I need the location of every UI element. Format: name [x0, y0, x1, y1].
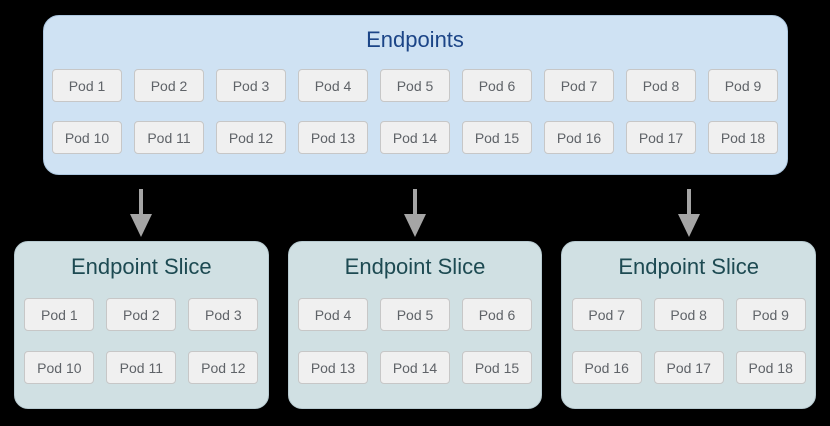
- slice-pod-rows: Pod 1 Pod 2 Pod 3 Pod 10 Pod 11 Pod 12: [15, 298, 268, 384]
- slice-pod-rows: Pod 4 Pod 5 Pod 6 Pod 13 Pod 14 Pod 15: [289, 298, 542, 384]
- pod-row: Pod 7 Pod 8 Pod 9: [562, 298, 815, 331]
- pod-row: Pod 10 Pod 11 Pod 12: [15, 351, 268, 384]
- pod-chip: Pod 4: [298, 69, 368, 102]
- pod-chip: Pod 2: [106, 298, 177, 331]
- pod-chip: Pod 6: [462, 298, 532, 331]
- pod-row: Pod 4 Pod 5 Pod 6: [289, 298, 542, 331]
- pod-chip: Pod 8: [653, 298, 724, 331]
- pod-chip: Pod 13: [298, 351, 368, 384]
- pod-chip: Pod 11: [134, 121, 204, 154]
- down-arrow-icon: [130, 189, 153, 237]
- pod-chip: Pod 15: [462, 351, 532, 384]
- pod-row: Pod 13 Pod 14 Pod 15: [289, 351, 542, 384]
- pod-chip: Pod 3: [188, 298, 259, 331]
- pod-row: Pod 1 Pod 2 Pod 3: [15, 298, 268, 331]
- pod-chip: Pod 15: [462, 121, 532, 154]
- endpoint-slice-title: Endpoint Slice: [618, 254, 759, 279]
- endpoint-slice-title: Endpoint Slice: [344, 254, 486, 279]
- pod-row: Pod 16 Pod 17 Pod 18: [562, 351, 815, 384]
- slice-pod-rows: Pod 7 Pod 8 Pod 9 Pod 16 Pod 17 Pod 18: [562, 298, 815, 384]
- pod-chip: Pod 12: [216, 121, 286, 154]
- endpoints-box: Endpoints Pod 1 Pod 2 Pod 3 Pod 4 Pod 5 Pod 6…: [42, 15, 788, 175]
- down-arrow-icon: [677, 189, 700, 237]
- pod-chip: Pod 5: [380, 298, 450, 331]
- pod-chip: Pod 13: [298, 121, 368, 154]
- pod-chip: Pod 18: [708, 121, 778, 154]
- arrows-row: [0, 189, 830, 237]
- pod-chip: Pod 9: [735, 298, 806, 331]
- pod-chip: Pod 17: [653, 351, 724, 384]
- pod-chip: Pod 16: [571, 351, 642, 384]
- pod-chip: Pod 18: [735, 351, 806, 384]
- pod-chip: Pod 3: [216, 69, 286, 102]
- pod-chip: Pod 14: [380, 351, 450, 384]
- pod-chip: Pod 9: [708, 69, 778, 102]
- endpoint-slice-title: Endpoint Slice: [71, 254, 212, 279]
- pod-chip: Pod 4: [298, 298, 368, 331]
- pod-chip: Pod 2: [134, 69, 204, 102]
- pod-chip: Pod 6: [462, 69, 532, 102]
- down-arrow-icon: [404, 189, 426, 237]
- pod-chip: Pod 10: [24, 351, 95, 384]
- endpoints-title: Endpoints: [366, 27, 464, 52]
- pod-chip: Pod 7: [544, 69, 614, 102]
- pod-chip: Pod 10: [52, 121, 122, 154]
- pod-chip: Pod 1: [52, 69, 122, 102]
- pod-chip: Pod 11: [106, 351, 177, 384]
- pod-chip: Pod 8: [626, 69, 696, 102]
- pod-chip: Pod 7: [571, 298, 642, 331]
- endpoints-pod-rows: Pod 1 Pod 2 Pod 3 Pod 4 Pod 5 Pod 6 Pod 7 Pod 8…: [44, 69, 787, 154]
- pod-chip: Pod 12: [188, 351, 259, 384]
- pod-chip: Pod 1: [24, 298, 95, 331]
- pod-chip: Pod 14: [380, 121, 450, 154]
- pod-row: Pod 10 Pod 11 Pod 12 Pod 13 Pod 14 Pod 15 Pod …: [44, 121, 787, 154]
- pod-chip: Pod 16: [544, 121, 614, 154]
- pod-chip: Pod 17: [626, 121, 696, 154]
- pod-row: Pod 1 Pod 2 Pod 3 Pod 4 Pod 5 Pod 6 Pod 7 Pod 8…: [44, 69, 787, 102]
- pod-chip: Pod 5: [380, 69, 450, 102]
